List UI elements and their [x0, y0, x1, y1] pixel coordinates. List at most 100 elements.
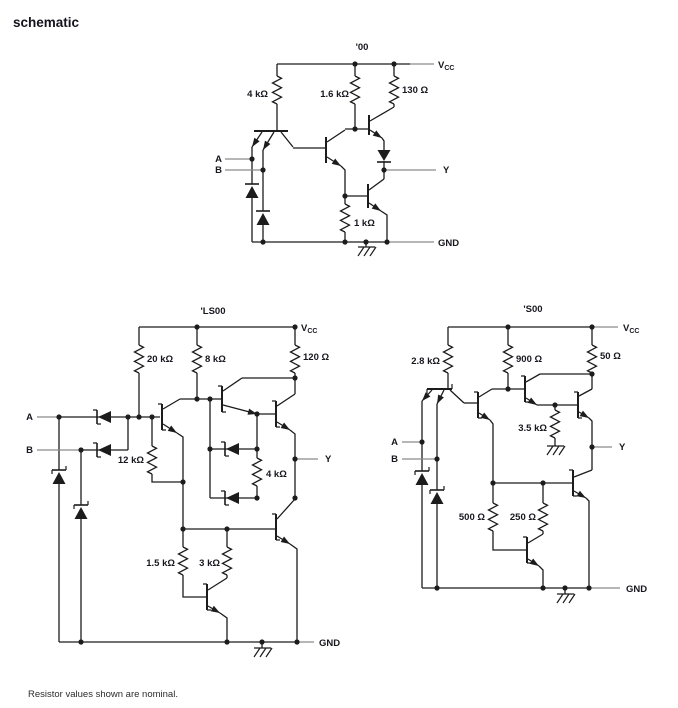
resistor-value-label: 3.5 kΩ: [518, 423, 547, 434]
resistor: [537, 502, 549, 532]
gnd-label: GND: [319, 638, 340, 649]
resistor: [133, 344, 145, 374]
npn-transistor: [367, 178, 385, 212]
junction-dot: [259, 639, 265, 645]
resistor-value-label: 4 kΩ: [266, 469, 287, 480]
resistor: [586, 344, 598, 374]
resistor: [191, 344, 203, 374]
junction-dot: [125, 414, 131, 420]
schottky-diode: [221, 490, 239, 506]
npn-transistor: [474, 388, 493, 421]
junction-dot: [562, 585, 568, 591]
diode: [245, 183, 259, 198]
junction-dot: [391, 61, 397, 67]
junction-dot: [249, 156, 255, 162]
junction-dot: [342, 193, 348, 199]
npn-transistor: [521, 373, 541, 406]
junction-dot: [260, 167, 266, 173]
junction-dot: [342, 239, 348, 245]
resistor-value-label: 120 Ω: [303, 352, 329, 363]
junction-dot: [505, 386, 511, 392]
schottky-diode: [429, 486, 445, 504]
page-heading: schematic: [13, 15, 80, 30]
resistor: [271, 75, 283, 105]
junction-dot: [56, 414, 62, 420]
resistor: [349, 75, 361, 105]
junction-dots: [249, 61, 397, 245]
schottky-diode: [414, 467, 430, 485]
resistor: [221, 546, 233, 576]
junction-dot: [589, 371, 595, 377]
input-a-label: A: [215, 154, 222, 165]
vcc-label: VCC: [623, 323, 639, 335]
junction-dot: [194, 324, 200, 330]
junction-dot: [434, 585, 440, 591]
resistor: [339, 203, 351, 233]
gnd-label: GND: [438, 238, 459, 249]
ground-symbol: [556, 593, 576, 604]
junction-dot: [505, 324, 511, 330]
resistor: [502, 344, 514, 374]
junction-dot: [78, 639, 84, 645]
junction-dot: [294, 639, 300, 645]
resistor: [487, 502, 499, 532]
npn-transistor: [218, 377, 258, 415]
ground-symbol: [546, 445, 566, 456]
npn-transistor: [158, 398, 181, 434]
schottky-diode: [51, 466, 67, 484]
output-y-label: Y: [619, 442, 626, 453]
resistor-value-label: 2.8 kΩ: [411, 356, 440, 367]
resistor: [251, 457, 263, 487]
junction-dot: [180, 526, 186, 532]
junction-dot: [194, 396, 200, 402]
gnd-label: GND: [626, 584, 647, 595]
input-b-label: B: [215, 165, 222, 176]
resistor: [289, 344, 301, 374]
npn-transistor: [368, 106, 395, 139]
junction-dot: [381, 167, 387, 173]
resistor: [177, 546, 189, 576]
resistor-value-label: 1 kΩ: [354, 218, 375, 229]
schematic-title: '00: [356, 42, 369, 53]
resistor-value-label: 1.6 kΩ: [320, 89, 349, 100]
junction-dot: [589, 444, 595, 450]
npn-transistor: [251, 130, 294, 151]
nominal-note: Resistor values shown are nominal.: [28, 689, 178, 700]
junction-dot: [292, 375, 298, 381]
input-a-label: A: [391, 437, 398, 448]
schematic-title: 'S00: [523, 304, 542, 315]
npn-transistor: [421, 384, 465, 405]
input-b-label: B: [391, 454, 398, 465]
npn-transistor: [272, 393, 296, 431]
resistor-value-label: 250 Ω: [510, 512, 536, 523]
resistor: [146, 445, 158, 475]
input-a-label: A: [26, 412, 33, 423]
junction-dot: [207, 446, 213, 452]
junction-dot: [254, 446, 260, 452]
vcc-label: VCC: [438, 60, 454, 72]
junction-dot: [363, 239, 369, 245]
junction-dot: [224, 526, 230, 532]
junction-dot: [292, 495, 298, 501]
schematic-title: 'LS00: [201, 306, 226, 317]
circuit-wiring: [402, 326, 620, 594]
junction-dot: [78, 447, 84, 453]
resistor-value-label: 500 Ω: [459, 512, 485, 523]
schottky-diode: [93, 409, 111, 425]
junction-dot: [586, 585, 592, 591]
input-b-label: B: [26, 445, 33, 456]
junction-dot: [540, 585, 546, 591]
resistor: [442, 344, 454, 374]
junction-dot: [292, 324, 298, 330]
npn-transistor: [569, 469, 593, 499]
diode: [377, 150, 391, 163]
resistor-value-label: 4 kΩ: [247, 89, 268, 100]
resistor-value-label: 12 kΩ: [118, 455, 144, 466]
resistor-value-label: 900 Ω: [516, 354, 542, 365]
resistor-value-label: 8 kΩ: [205, 354, 226, 365]
